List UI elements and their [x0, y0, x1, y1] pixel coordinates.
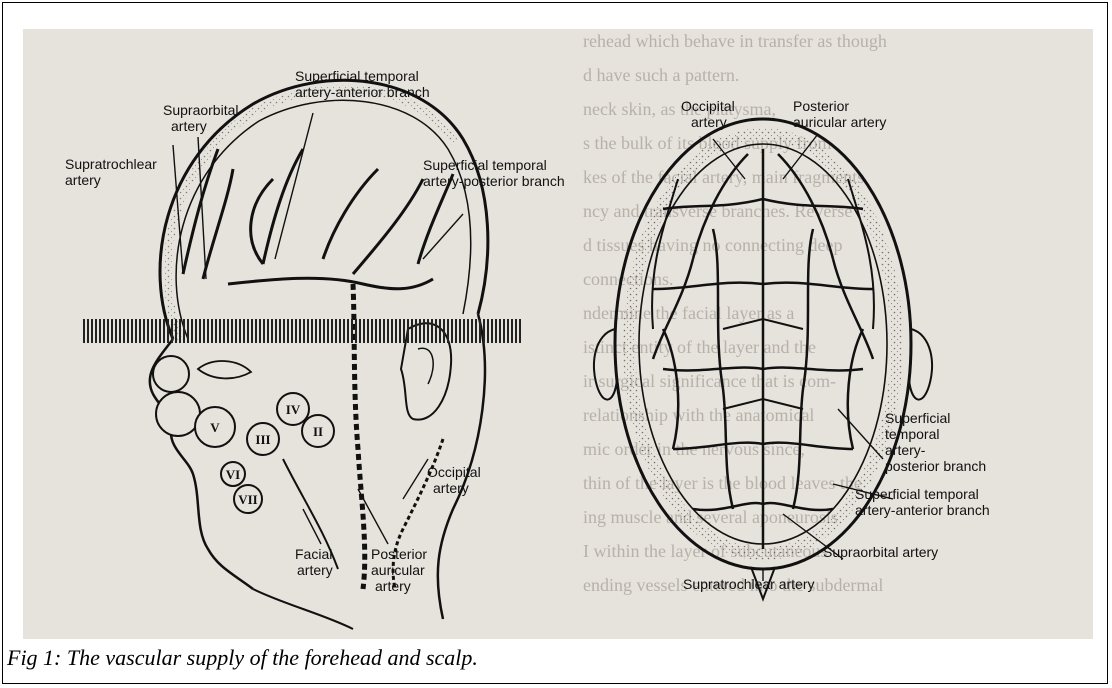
- illustration: rehead which behave in transfer as thoug…: [23, 29, 1093, 639]
- background-text-line: d tissues having no connecting deep: [583, 235, 842, 255]
- background-text-line: d have such a pattern.: [583, 65, 739, 85]
- label-occipital-1: Occipital: [427, 464, 481, 480]
- label-r-sta-anterior-2: artery-anterior branch: [855, 502, 990, 518]
- label-r-occipital-2: artery: [691, 114, 727, 130]
- label-posterior-auricular-3: artery: [375, 578, 411, 594]
- label-posterior-auricular-1: Posterior: [371, 546, 427, 562]
- top-head-view: [594, 119, 932, 599]
- background-text-line: istinct entity of the layer and the: [583, 337, 816, 357]
- label-r-sta-posterior-2: temporal: [885, 426, 939, 442]
- label-sta-anterior-2: artery-anterior branch: [295, 84, 430, 100]
- label-r-sta-posterior-1: Superficial: [885, 410, 950, 426]
- label-r-occipital-1: Occipital: [681, 98, 735, 114]
- label-r-posterior-auricular-1: Posterior: [793, 98, 849, 114]
- label-supratrochlear-1: Supratrochlear: [65, 156, 157, 172]
- background-text-line: relationship with the anatomical: [583, 405, 814, 425]
- background-text-line: rehead which behave in transfer as thoug…: [583, 31, 887, 51]
- label-supraorbital-1: Supraorbital: [163, 102, 239, 118]
- label-supratrochlear-2: artery: [65, 172, 101, 188]
- label-facial-1: Facial: [295, 546, 332, 562]
- label-r-posterior-auricular-2: auricular artery: [793, 114, 886, 130]
- label-r-supratrochlear: Supratrochlear artery: [683, 576, 815, 592]
- label-sta-anterior-1: Superficial temporal: [295, 68, 419, 84]
- background-text-line: neck skin, as the platysma,: [583, 99, 776, 119]
- figure-caption: Fig 1: The vascular supply of the forehe…: [7, 645, 478, 671]
- label-sta-posterior-2: artery-posterior branch: [423, 173, 565, 189]
- background-text-line: ir surgical significance that is com-: [583, 371, 836, 391]
- label-facial-2: artery: [297, 562, 333, 578]
- numeral-vi: VI: [226, 467, 240, 482]
- numeral-iii: III: [255, 432, 270, 447]
- label-supraorbital-2: artery: [171, 118, 207, 134]
- label-sta-posterior-1: Superficial temporal: [423, 157, 547, 173]
- label-occipital-2: artery: [433, 480, 469, 496]
- hatched-band: [83, 319, 523, 343]
- label-posterior-auricular-2: auricular: [371, 562, 425, 578]
- label-r-sta-posterior-4: posterior branch: [885, 458, 986, 474]
- vascular-supply-illustration: rehead which behave in transfer as thoug…: [23, 29, 1093, 639]
- label-r-sta-anterior-1: Superficial temporal: [855, 486, 979, 502]
- region-markers: [153, 356, 334, 513]
- label-r-sta-posterior-3: artery-: [885, 442, 926, 458]
- numeral-ii: II: [313, 424, 323, 439]
- numeral-iv: IV: [286, 402, 301, 417]
- background-text-line: thin of the layer is the blood leaves th…: [583, 473, 862, 493]
- label-r-supraorbital: Supraorbital artery: [823, 544, 938, 560]
- numeral-v: V: [210, 420, 220, 435]
- numeral-vii: VII: [238, 492, 258, 507]
